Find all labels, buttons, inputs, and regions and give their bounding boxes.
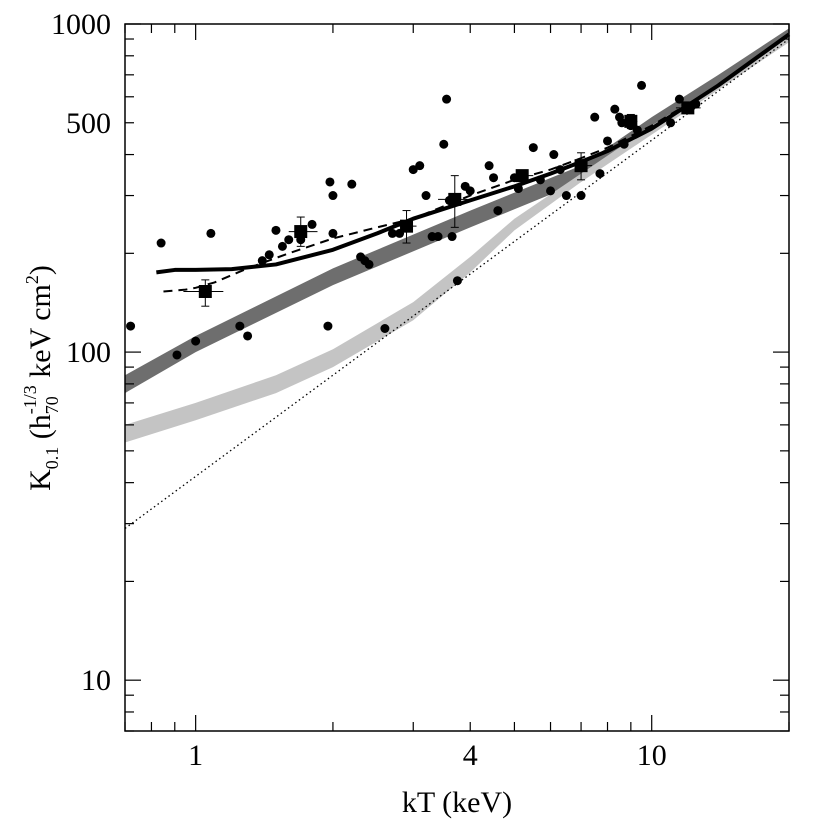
data-point [235, 321, 245, 331]
y-tick-label: 100 [66, 336, 111, 369]
data-point [284, 235, 294, 245]
data-point [617, 118, 627, 128]
data-point [590, 112, 600, 122]
binned-point [294, 225, 308, 239]
y-axis-title-open: (h [24, 414, 57, 447]
data-point [126, 321, 136, 331]
binned-point [681, 101, 695, 115]
data-point [325, 177, 335, 187]
data-point [561, 191, 571, 201]
data-point [619, 139, 629, 149]
solid-line-series [156, 32, 791, 275]
data-point [603, 136, 613, 146]
data-point [549, 150, 559, 160]
data-point [637, 80, 647, 90]
binned-point [515, 169, 529, 183]
data-point [433, 232, 443, 242]
binned-point [574, 159, 588, 173]
x-tick-label: 10 [637, 739, 667, 772]
data-point [271, 225, 281, 235]
axis-ticks: 1 4 10 10 100 500 1000 [51, 8, 790, 772]
data-point [277, 241, 287, 251]
data-point [347, 179, 357, 189]
dashed-line-series [163, 103, 689, 293]
data-point [465, 186, 475, 196]
data-point [442, 94, 452, 104]
y-axis-title: K0.1 (h70-1/3 keV cm2) [20, 265, 62, 491]
data-point [439, 139, 449, 149]
y-axis-title-cm-sup: 2 [22, 275, 42, 284]
data-point [156, 238, 166, 248]
binned-point [198, 284, 212, 298]
data-point [415, 161, 425, 171]
data-point [364, 259, 374, 269]
plot-area [124, 28, 791, 529]
y-tick-label: 500 [66, 107, 111, 140]
y-axis-title-mid: keV cm [24, 284, 57, 385]
y-axis-title-main: K [24, 469, 57, 491]
x-tick-label: 4 [463, 739, 478, 772]
data-point [380, 324, 390, 334]
binned-point [400, 219, 414, 233]
data-point [535, 175, 545, 185]
data-point [191, 336, 201, 346]
data-point [493, 206, 503, 216]
binned-point [624, 114, 638, 128]
data-point [264, 250, 274, 260]
data-point [513, 184, 523, 194]
data-point [206, 228, 216, 238]
data-point [408, 165, 418, 175]
data-point [387, 228, 397, 238]
data-point [528, 143, 538, 153]
y-axis-title-h-sup: -1/3 [20, 385, 40, 414]
data-point [328, 191, 338, 201]
data-point [447, 232, 457, 242]
data-point [328, 228, 338, 238]
data-point [555, 165, 565, 175]
binned-point [448, 192, 462, 206]
data-point [257, 256, 267, 266]
x-tick-label: 1 [188, 739, 203, 772]
data-point [666, 118, 676, 128]
data-point [421, 191, 431, 201]
y-tick-label: 1000 [51, 8, 111, 41]
data-point [323, 321, 333, 331]
data-point [243, 331, 253, 341]
y-axis-title-close: ) [24, 265, 57, 275]
data-point [489, 173, 499, 183]
data-point [576, 191, 586, 201]
band-series-0 [125, 28, 789, 394]
data-point [172, 350, 182, 360]
data-point [484, 161, 494, 171]
data-point [595, 169, 605, 179]
y-tick-label: 10 [81, 664, 111, 697]
y-axis-title-h-sub: 70 [42, 396, 62, 414]
data-point [452, 276, 462, 286]
data-point [546, 186, 556, 196]
y-axis-title-sub: 0.1 [42, 447, 62, 470]
data-point [307, 219, 317, 229]
x-axis-title: kT (keV) [402, 786, 512, 819]
plot-frame [124, 23, 790, 732]
data-point [610, 104, 620, 114]
